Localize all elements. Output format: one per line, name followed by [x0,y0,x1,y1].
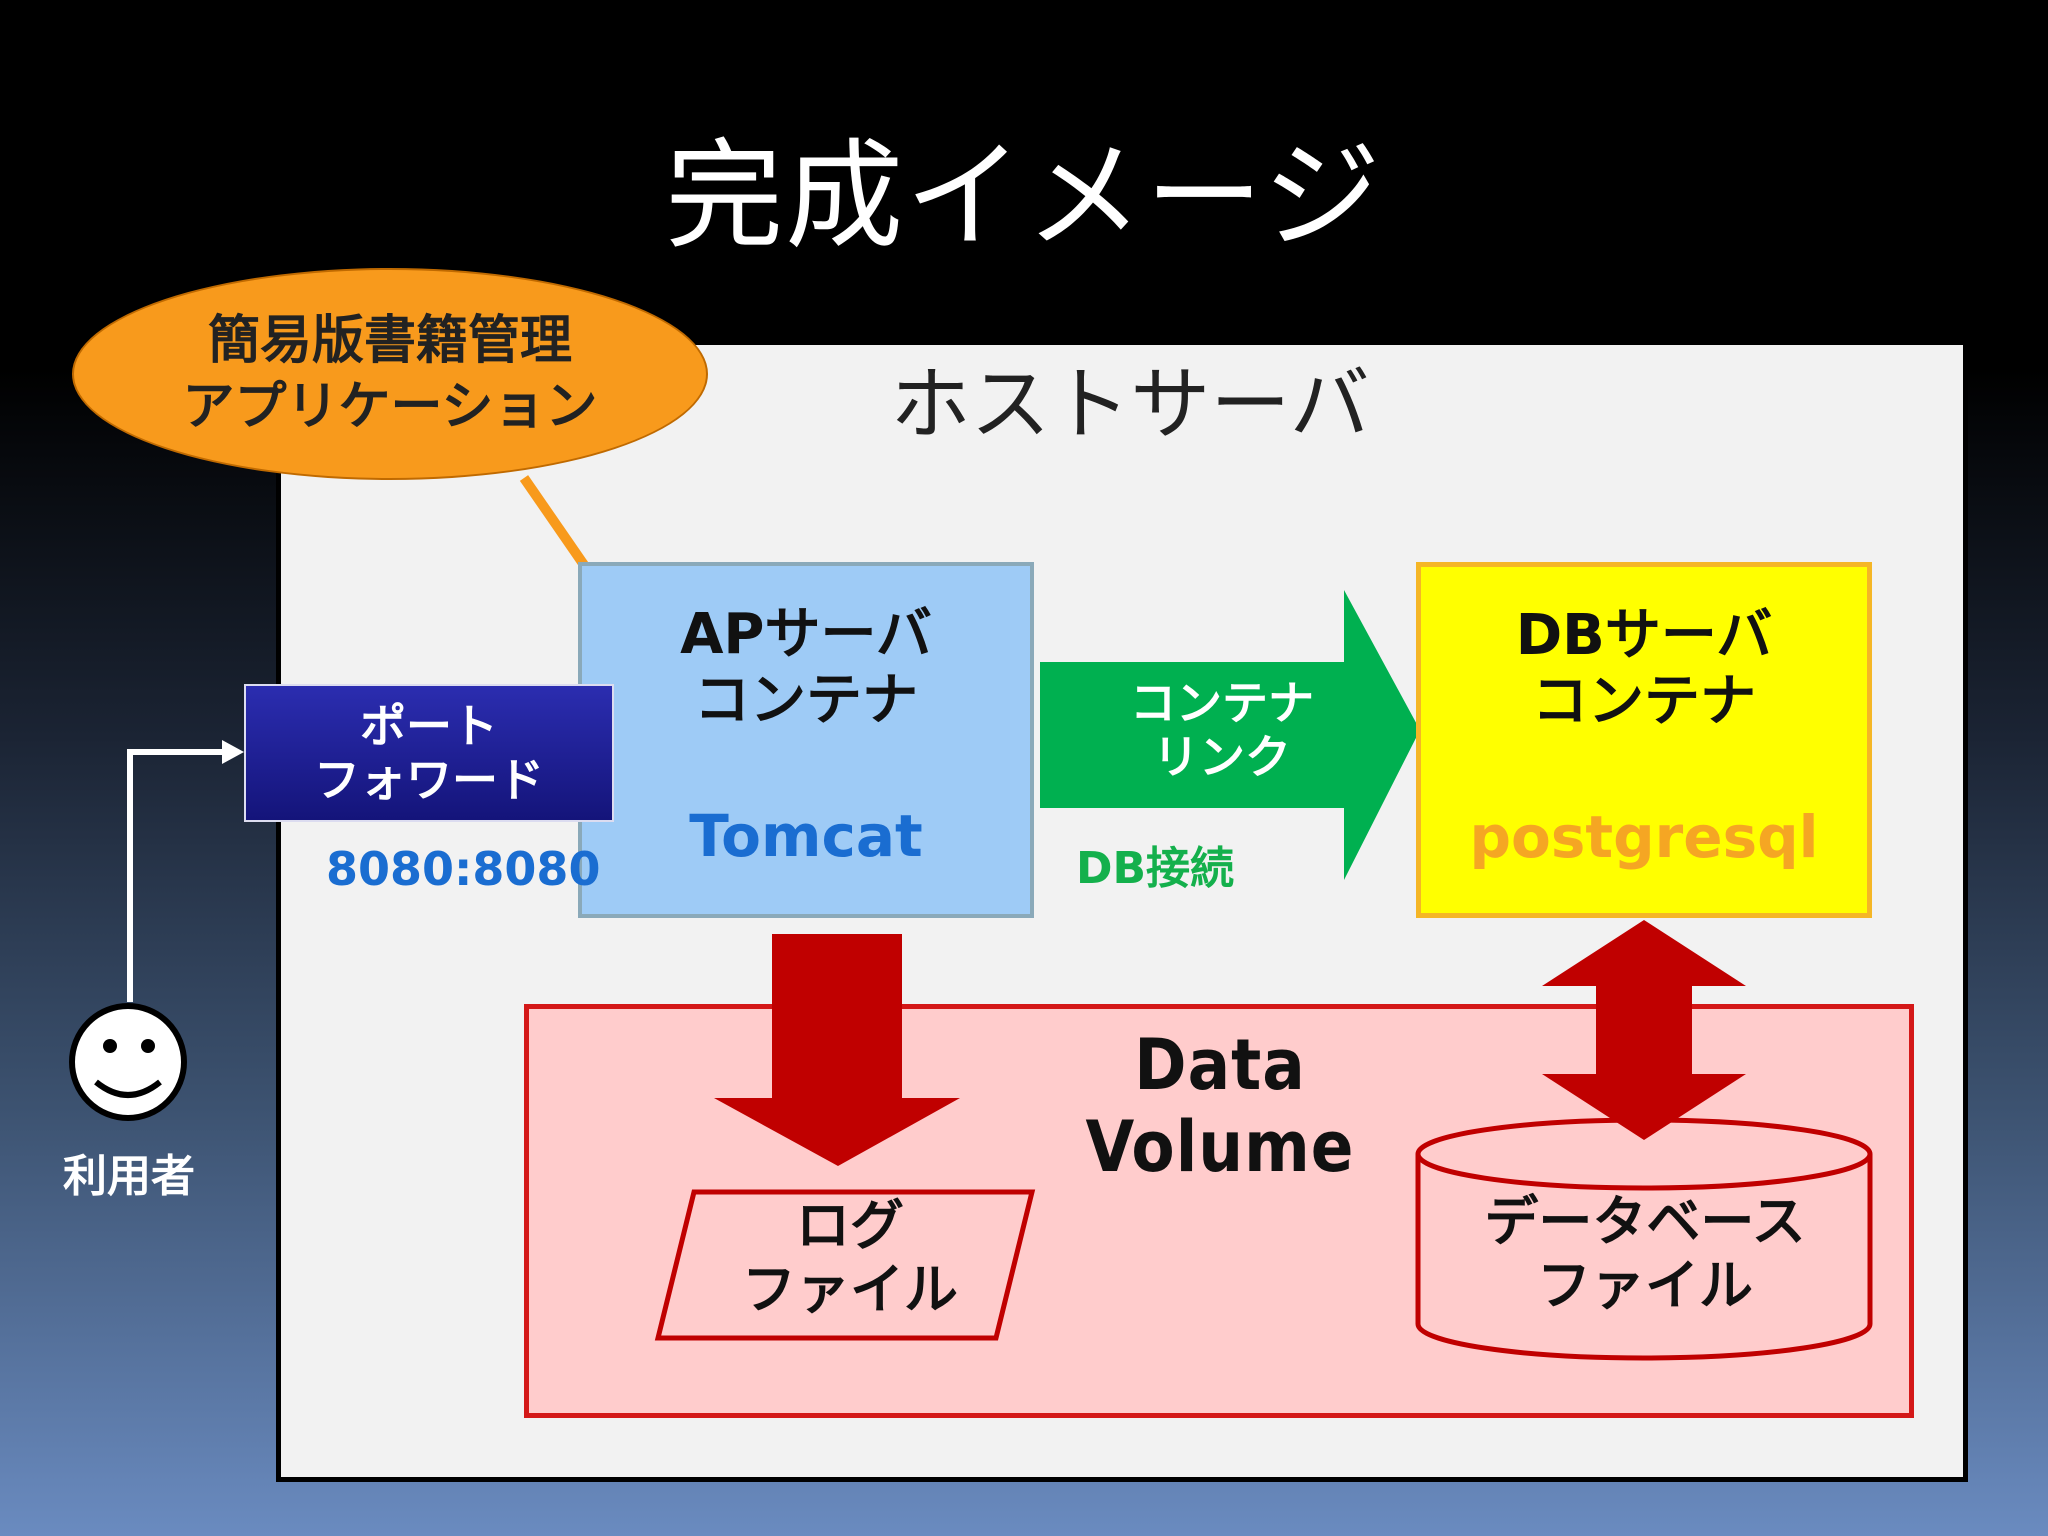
port-forward-box: ポート フォワード [244,684,614,822]
slide-title: 完成イメージ [665,127,1383,265]
database-file-line1: データベース [1484,1190,1806,1253]
db-server-container: DBサーバ コンテナ postgresql [1416,562,1872,918]
db-file-access-arrow [1542,920,1746,1140]
log-file-line2: ファイル [742,1258,958,1321]
user-label: 利用者 [63,1151,195,1202]
log-write-arrow [714,934,960,1166]
database-file-cylinder [1415,1117,1873,1361]
container-link-line2: リンク [1153,730,1291,784]
log-file-shape [654,1189,1036,1341]
user-connector-arrowhead [222,740,244,764]
log-file-line1: ログ [796,1194,904,1257]
container-link-arrow [1040,590,1420,880]
data-volume-label: Data Volume [1085,1024,1355,1188]
db-container-software: postgresql [1469,803,1819,871]
smiley-face-icon [69,1003,187,1121]
log-file-label: ログ ファイル [700,1194,1000,1322]
ap-container-title-line1: APサーバ [680,602,932,667]
port-mapping: 8080:8080 [326,842,601,896]
port-forward-line2: フォワード [314,753,544,807]
database-file-label: データベース ファイル [1420,1190,1870,1318]
container-link-label: コンテナ リンク [1042,676,1402,784]
user-connector-line [127,749,232,1002]
ap-container-title-line2: コンテナ [694,668,918,733]
container-link-line1: コンテナ [1130,676,1314,730]
app-callout-ellipse: 簡易版書籍管理 アプリケーション [72,268,708,480]
ap-container-software: Tomcat [689,802,923,870]
db-connection-note: DB接続 [1076,843,1235,894]
port-forward-line1: ポート [360,699,498,753]
host-server-label: ホストサーバ [890,358,1370,451]
db-container-title-line1: DBサーバ [1515,603,1773,668]
app-callout-line2: アプリケーション [182,377,598,437]
database-file-line2: ファイル [1537,1254,1753,1317]
db-container-title-line2: コンテナ [1532,669,1756,734]
app-callout-line1: 簡易版書籍管理 [207,311,572,371]
